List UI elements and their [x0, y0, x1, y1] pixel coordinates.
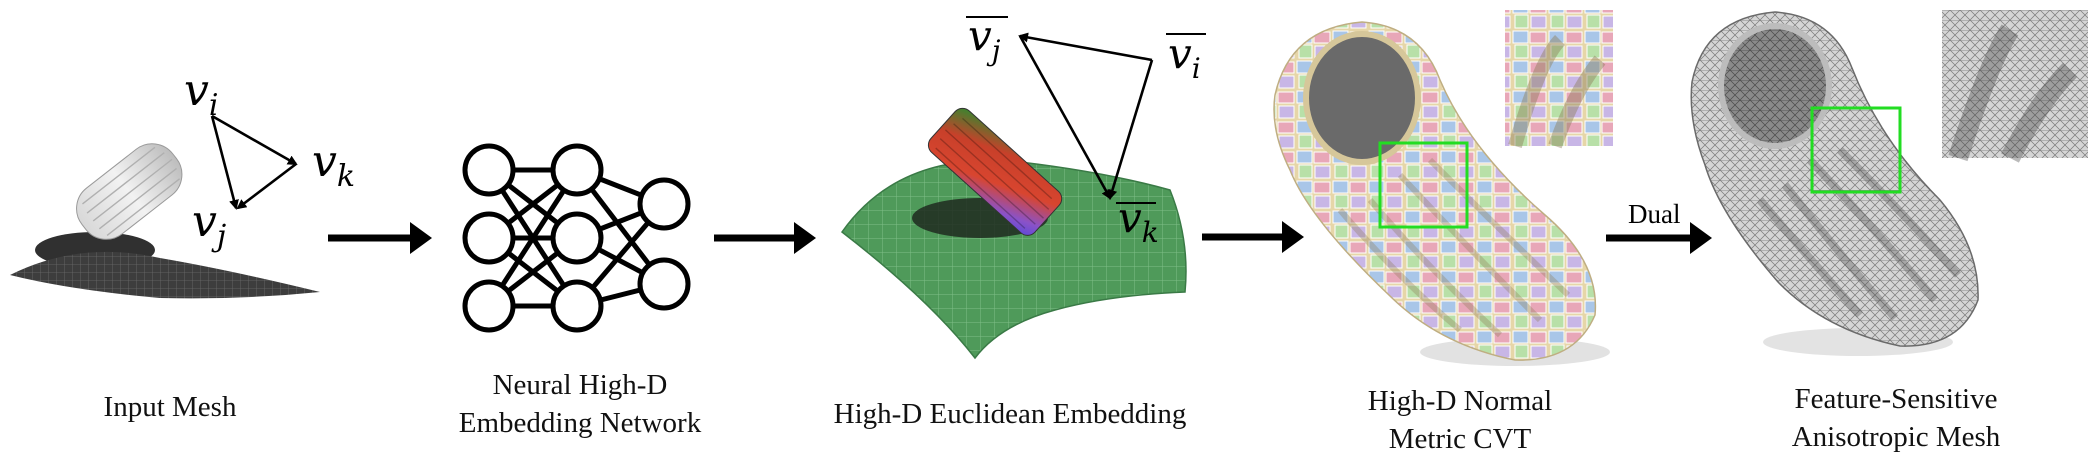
vertex-label-vi: vi — [184, 65, 218, 123]
edge-vk-vj — [236, 162, 297, 210]
edge-vi-vk — [211, 114, 298, 166]
vertex-label-vj: vj — [192, 196, 226, 254]
dual-label: Dual — [1628, 199, 1680, 229]
mesh-zoom-inset — [1942, 10, 2088, 163]
vertex-label-vj-bar: vj — [966, 11, 1008, 67]
rainbow-shape — [927, 107, 1063, 236]
cvt-grooves — [1337, 157, 1571, 338]
embedding-illustration — [840, 107, 1187, 360]
mesh-highlight-box — [1810, 106, 1902, 194]
svg-text:vi: vi — [1168, 29, 1201, 85]
input-triangle-diagram — [210, 114, 298, 210]
caption-input-mesh: Input Mesh — [103, 391, 237, 423]
cvt-zoom-inset — [1505, 10, 1613, 149]
input-mesh-illustration — [10, 143, 320, 299]
network-node — [550, 211, 604, 265]
network-node — [462, 279, 516, 333]
network-node — [550, 143, 604, 197]
caption-normal-metric-cvt: High-D Normal Metric CVT — [1367, 385, 1553, 455]
cvt-highlight-box — [1378, 141, 1469, 229]
input-white-shape — [76, 143, 183, 240]
vertex-label-vk-bar: vk — [1116, 193, 1159, 249]
embedding-triangle-diagram — [1018, 32, 1154, 200]
flow-arrowhead-1 — [410, 222, 432, 254]
mesh-grooves — [1756, 147, 1961, 321]
network-node — [462, 211, 516, 265]
network-node — [550, 279, 604, 333]
edge-vi-vk-bar — [1107, 59, 1154, 200]
vertex-label-vi-bar: vi — [1166, 29, 1206, 85]
svg-text:vj: vj — [968, 11, 1001, 67]
caption-neural-network: Neural High-D Embedding Network — [458, 369, 702, 439]
network-node — [637, 257, 691, 311]
cvt-hole — [1303, 31, 1421, 165]
vertex-label-vk: vk — [312, 136, 355, 194]
input-dark-surface — [10, 251, 320, 299]
neural-network-icon — [462, 143, 691, 333]
edge-vi-vj-bar — [1018, 32, 1153, 62]
flow-arrowhead-2 — [794, 222, 816, 254]
dual-arrowhead — [1690, 222, 1712, 254]
cvt-illustration — [1273, 10, 1613, 366]
mesh-hole — [1718, 23, 1832, 149]
svg-text:vk: vk — [1118, 193, 1159, 249]
network-node — [637, 177, 691, 231]
caption-euclidean-embedding: High-D Euclidean Embedding — [833, 398, 1187, 430]
anisotropic-mesh-illustration — [1690, 10, 2088, 356]
flow-arrowhead-3 — [1282, 221, 1304, 253]
edge-vi-vj — [210, 115, 239, 210]
caption-anisotropic-mesh: Feature-Sensitive Anisotropic Mesh — [1791, 383, 2001, 453]
edge-vj-vk-bar — [1018, 35, 1112, 200]
network-node — [462, 143, 516, 197]
